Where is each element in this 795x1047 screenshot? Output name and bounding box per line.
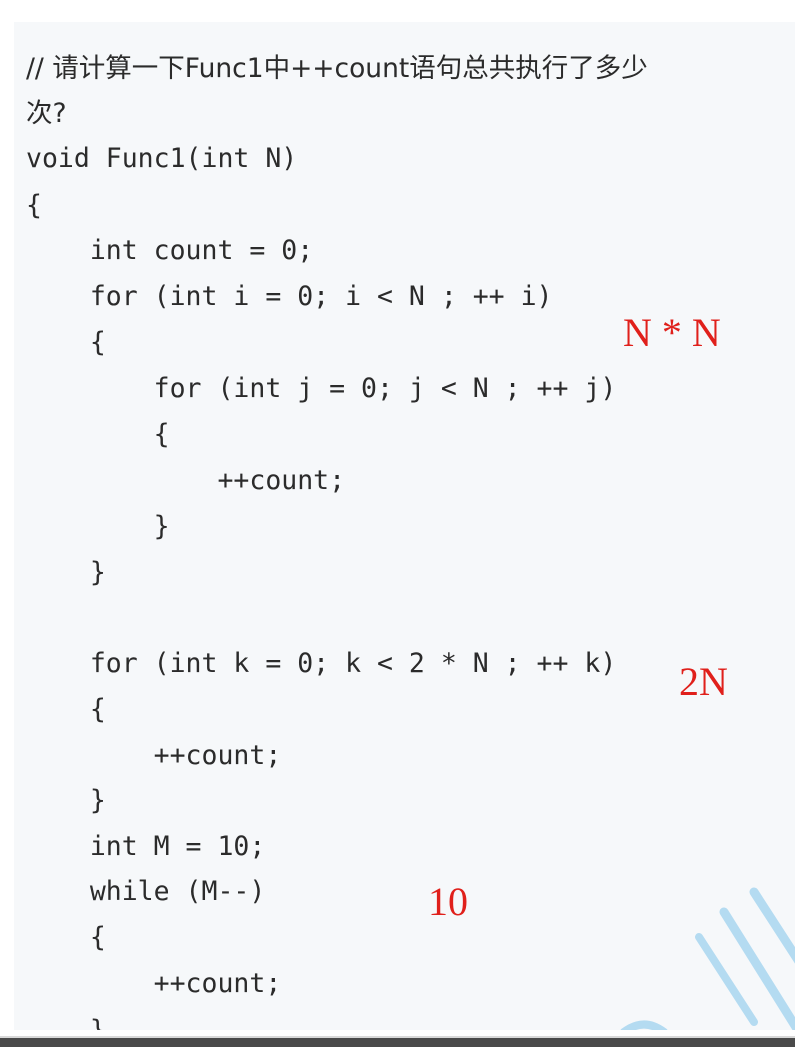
code-line-k-count: ++count;	[26, 740, 282, 771]
code-line-while-open: {	[26, 922, 106, 953]
code-line-func-signature: void Func1(int N)	[26, 143, 298, 174]
code-line-open-brace: {	[26, 190, 42, 221]
annotation-k-loop-complexity: 2N	[679, 659, 728, 704]
annotation-while-loop-count: 10	[428, 879, 468, 924]
code-line-for-k-open: {	[26, 694, 106, 725]
code-line-for-i: for (int i = 0; i < N ; ++ i)	[26, 281, 553, 312]
code-line-while: while (M--)	[26, 876, 266, 907]
code-line-for-i-open: {	[26, 327, 106, 358]
bottom-bar	[0, 1036, 795, 1047]
code-line-count-init: int count = 0;	[26, 235, 314, 266]
code-line-inner-count: ++count;	[26, 465, 346, 496]
code-block: // 请计算一下Func1中++count语句总共执行了多少 次? void F…	[14, 22, 795, 1030]
code-comment-line-1: // 请计算一下Func1中++count语句总共执行了多少	[26, 53, 648, 84]
code-line-m-init: int M = 10;	[26, 831, 266, 862]
watermark-graphic	[620, 887, 795, 1030]
code-line-for-j-close: }	[26, 511, 170, 542]
code-line-for-j-open: {	[26, 419, 170, 450]
code-comment-line-2: 次?	[26, 98, 67, 129]
code-line-while-count: ++count;	[26, 968, 282, 999]
code-line-for-i-close: }	[26, 557, 106, 588]
code-line-for-k: for (int k = 0; k < 2 * N ; ++ k)	[26, 648, 617, 679]
annotation-nested-loop-complexity: N * N	[623, 310, 721, 355]
code-line-for-j: for (int j = 0; j < N ; ++ j)	[26, 373, 617, 404]
code-line-while-close: }	[26, 1014, 106, 1030]
code-line-for-k-close: }	[26, 785, 106, 816]
